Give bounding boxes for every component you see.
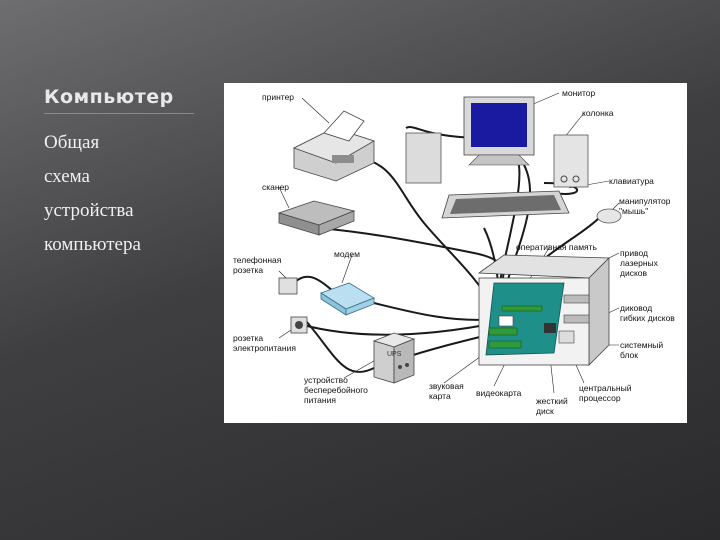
- label-cpu-line: центральный: [579, 383, 632, 393]
- monitor: [463, 96, 535, 166]
- label-speaker: колонка: [582, 108, 614, 118]
- cd-drive: [563, 294, 590, 304]
- label-keyboard: клавиатура: [609, 176, 654, 186]
- sound-card: [488, 327, 518, 336]
- label-cd-drive: привод лазерных дисков: [620, 248, 658, 278]
- printer-cable: [358, 157, 495, 309]
- modem: [320, 282, 375, 316]
- ups-device: [372, 332, 416, 384]
- label-mouse-line: "мышь": [619, 206, 649, 216]
- label-ups-line: питания: [304, 395, 336, 405]
- ups-badge: UPS: [387, 351, 402, 358]
- label-cd-drive-line: дисков: [620, 268, 648, 278]
- label-ups: устройство бесперебойного питания: [304, 375, 368, 405]
- slide-body-text: Общая схема устройства компьютера: [44, 126, 214, 262]
- label-cpu-line: процессор: [579, 393, 621, 403]
- label-monitor: монитор: [562, 88, 596, 98]
- label-power-socket: розетка электропитания: [233, 333, 296, 353]
- body-line: компьютера: [44, 234, 141, 255]
- motherboard: [485, 282, 565, 356]
- label-system-unit-line: блок: [620, 350, 638, 360]
- ram-module: [501, 305, 543, 312]
- label-system-unit-line: системный: [620, 340, 664, 350]
- label-hdd-line: диск: [536, 406, 554, 416]
- scanner: [277, 200, 356, 236]
- cpu: [544, 323, 556, 333]
- label-cpu: центральный процессор: [579, 383, 631, 403]
- label-scanner: сканер: [262, 182, 290, 192]
- label-hdd-line: жесткий: [536, 396, 568, 406]
- label-cd-drive-line: лазерных: [620, 258, 658, 268]
- label-phone-socket-line: розетка: [233, 265, 264, 275]
- label-sound-card-line: карта: [429, 391, 451, 401]
- label-phone-socket: телефонная розетка: [233, 255, 281, 275]
- label-floppy-line: диковод: [620, 303, 653, 313]
- floppy-drive: [563, 314, 590, 324]
- label-video-card: видеокарта: [476, 388, 522, 398]
- body-line: устройства: [44, 200, 134, 221]
- label-ups-line: бесперебойного: [304, 385, 368, 395]
- slide-title: Компьютер: [44, 86, 174, 108]
- keyboard: [441, 190, 570, 219]
- title-divider: [44, 113, 194, 114]
- body-line: схема: [44, 166, 90, 187]
- mouse: [596, 208, 622, 224]
- hard-disk: [558, 330, 575, 344]
- label-system-unit: системный блок: [620, 340, 663, 360]
- label-modem: модем: [334, 249, 360, 259]
- system-unit: [477, 254, 610, 366]
- diagram-graphics: [277, 92, 622, 394]
- phone-socket: [278, 277, 298, 295]
- label-floppy-line: гибких дисков: [620, 313, 675, 323]
- modem-cable: [373, 302, 497, 321]
- video-card: [488, 340, 522, 349]
- power-socket: [290, 316, 308, 334]
- right-speaker: [553, 134, 589, 188]
- label-hdd: жесткий диск: [536, 396, 568, 416]
- label-power-socket-line: розетка: [233, 333, 264, 343]
- ups-cable: [305, 320, 375, 373]
- label-ups-line: устройство: [304, 375, 348, 385]
- left-speaker: [405, 132, 442, 184]
- label-sound-card-line: звуковая: [429, 381, 464, 391]
- label-sound-card: звуковая карта: [429, 381, 464, 401]
- printer: [292, 110, 375, 182]
- label-mouse-line: манипулятор: [619, 196, 671, 206]
- power-cable: [302, 322, 497, 336]
- body-line: Общая: [44, 132, 100, 153]
- label-phone-socket-line: телефонная: [233, 255, 282, 265]
- label-printer: принтер: [262, 92, 295, 102]
- label-mouse: манипулятор "мышь": [619, 196, 671, 216]
- label-cd-drive-line: привод: [620, 248, 648, 258]
- label-ram: оперативная память: [516, 242, 597, 252]
- label-power-socket-line: электропитания: [233, 343, 296, 353]
- label-floppy: диковод гибких дисков: [620, 303, 675, 323]
- computer-diagram: принтер монитор колонка сканер клавиатур…: [224, 83, 687, 423]
